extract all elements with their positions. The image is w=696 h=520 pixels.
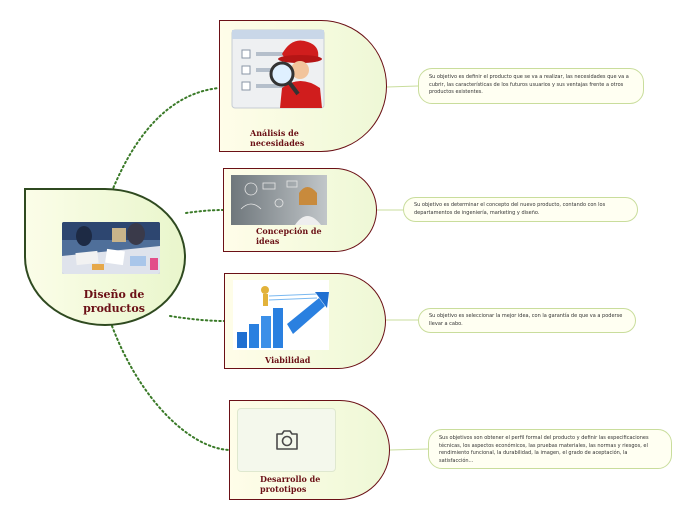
branch-label: Análisis de necesidades	[250, 128, 305, 148]
branch-analisis-necesidades[interactable]: Análisis de necesidades	[219, 20, 387, 152]
branch-desarrollo-prototipos[interactable]: Desarrollo de prototipos	[229, 400, 390, 500]
description-viabilidad: Su objetivo es seleccionar la mejor idea…	[418, 308, 636, 333]
description-analisis: Su objetivo es definir el producto que s…	[418, 68, 644, 104]
link-center-prototipos	[111, 325, 230, 451]
link-prototipos-desc	[389, 448, 429, 451]
description-concepcion: Su objetivo es determinar el concepto de…	[403, 197, 638, 222]
team-meeting-image	[62, 222, 160, 274]
branch-label: Concepción de ideas	[256, 226, 322, 246]
branch-label: Desarrollo de prototipos	[260, 474, 321, 494]
link-center-viabilidad	[169, 315, 225, 322]
branch-label: Viabilidad	[265, 355, 311, 365]
central-topic-label: Diseño de productos	[83, 288, 145, 315]
camera-icon	[275, 430, 298, 450]
link-center-analisis	[109, 87, 220, 197]
branch-concepcion-ideas[interactable]: Concepción de ideas	[223, 168, 377, 252]
link-analisis-desc	[386, 85, 419, 88]
central-topic[interactable]: Diseño de productos	[24, 188, 186, 326]
woman-thinking-icon	[231, 175, 327, 225]
magnifier-inspector-icon	[230, 28, 326, 110]
image-placeholder[interactable]	[237, 408, 336, 472]
link-center-concepcion	[185, 209, 224, 214]
branch-viabilidad[interactable]: Viabilidad	[224, 273, 386, 369]
description-prototipos: Sus objetivos son obtener el perfil form…	[428, 429, 672, 469]
growth-stairs-icon	[233, 280, 329, 350]
